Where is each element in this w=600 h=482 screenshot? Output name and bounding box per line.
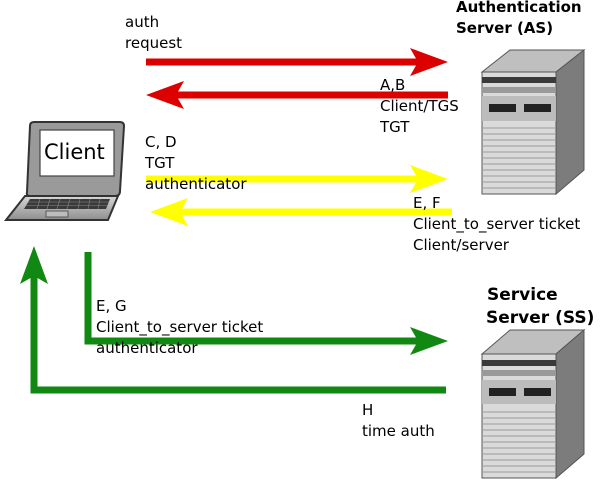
service-request-line3: authenticator — [96, 339, 198, 357]
tgs-reply-line1: E, F — [413, 194, 441, 212]
tgs-reply-line2: Client_to_server ticket — [413, 215, 581, 233]
auth-request-line1: auth — [125, 13, 160, 31]
service-request-line1: E, G — [96, 297, 127, 315]
service-reply-arrow — [20, 246, 446, 394]
auth-request-line2: request — [125, 34, 183, 52]
service-reply-line1: H — [362, 401, 374, 419]
tgs-request-arrow — [146, 165, 448, 193]
as-reply-line3: TGT — [380, 118, 410, 136]
service-request-arrow — [84, 252, 448, 355]
tgs-reply-line3: Client/server — [413, 236, 509, 254]
tgs-request-label: C, D TGT authenticator — [145, 132, 247, 195]
server-tower-icon — [480, 48, 586, 196]
auth-server-title-line1: Authentication — [456, 0, 582, 16]
as-reply-label: A,B Client/TGS TGT — [380, 75, 459, 138]
service-server-title-line2: Server (SS) — [486, 308, 595, 328]
tgs-request-line3: authenticator — [145, 175, 247, 193]
tgs-request-line1: C, D — [145, 133, 177, 151]
service-server-title: Service Server (SS) — [486, 284, 594, 330]
as-reply-arrow — [146, 81, 448, 109]
service-reply-label: H time auth — [362, 400, 435, 442]
auth-server-title: Authentication Server (AS) — [456, 0, 582, 39]
as-reply-line1: A,B — [380, 76, 406, 94]
tgs-request-line2: TGT — [145, 154, 175, 172]
service-reply-line2: time auth — [362, 422, 435, 440]
tgs-reply-arrow — [150, 198, 452, 226]
auth-request-label: auth request — [125, 12, 182, 54]
laptop-icon — [3, 121, 126, 221]
client-label: Client — [44, 140, 105, 164]
service-request-label: E, G Client_to_server ticket authenticat… — [96, 296, 263, 359]
auth-server-title-line2: Server (AS) — [456, 19, 554, 37]
service-server-title-line1: Service — [487, 285, 558, 305]
service-request-line2: Client_to_server ticket — [96, 318, 264, 336]
as-reply-line2: Client/TGS — [380, 97, 459, 115]
tgs-reply-label: E, F Client_to_server ticket Client/serv… — [413, 193, 580, 256]
server-tower-icon — [480, 328, 586, 480]
auth-request-arrow — [146, 48, 448, 76]
